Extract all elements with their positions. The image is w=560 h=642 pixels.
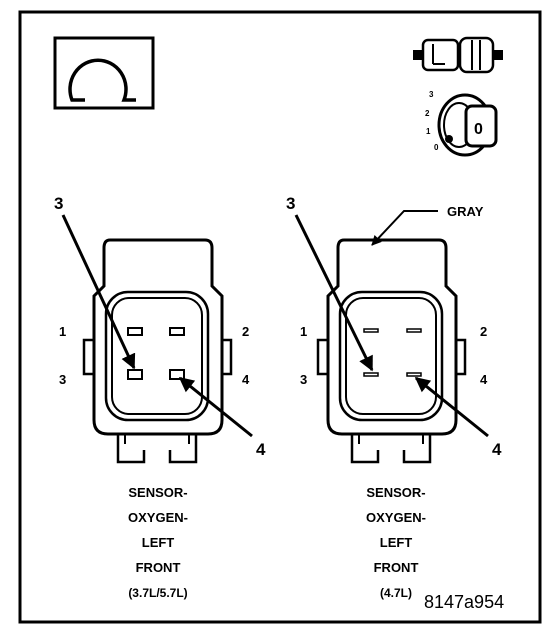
right-arrow-4 xyxy=(414,376,489,438)
svg-text:LEFT: LEFT xyxy=(380,535,413,550)
right-arrow-3 xyxy=(294,214,374,372)
left-pin-label-1: 1 xyxy=(59,324,66,339)
right-pin-label-2: 2 xyxy=(480,324,487,339)
right-connector: 1 2 3 4 GRAY 3 4 SENSOR- OXYGEN- LEFT FR… xyxy=(286,194,502,600)
left-caption: SENSOR- OXYGEN- LEFT FRONT (3.7L/5.7L) xyxy=(128,485,188,600)
right-pin-label-4: 4 xyxy=(480,372,488,387)
svg-text:(3.7L/5.7L): (3.7L/5.7L) xyxy=(128,586,187,600)
figure-id: 8147a954 xyxy=(424,592,504,612)
right-pin-1 xyxy=(363,328,379,333)
right-caption: SENSOR- OXYGEN- LEFT FRONT (4.7L) xyxy=(366,485,426,600)
ignition-position-2: 2 xyxy=(425,109,430,118)
right-callout-3: 3 xyxy=(286,194,295,213)
svg-text:OXYGEN-: OXYGEN- xyxy=(128,510,188,525)
left-pin-1 xyxy=(127,327,143,336)
ignition-key-icon: 3 2 1 0 0 xyxy=(425,90,498,157)
svg-text:(4.7L): (4.7L) xyxy=(380,586,412,600)
svg-text:FRONT: FRONT xyxy=(374,560,419,575)
right-pin-3 xyxy=(363,372,379,377)
ohm-icon xyxy=(53,36,155,110)
svg-text:FRONT: FRONT xyxy=(136,560,181,575)
right-pin-label-1: 1 xyxy=(300,324,307,339)
wire-color-label: GRAY xyxy=(447,204,484,219)
left-arrow-4 xyxy=(178,376,253,438)
left-callout-4: 4 xyxy=(256,440,266,459)
svg-text:OXYGEN-: OXYGEN- xyxy=(366,510,426,525)
ignition-position-1: 1 xyxy=(426,127,431,136)
diagram-frame xyxy=(18,10,542,624)
left-pin-label-4: 4 xyxy=(242,372,250,387)
right-callout-4: 4 xyxy=(492,440,502,459)
left-connector: 1 2 3 4 3 4 SENSOR- OXYGEN- LEFT FRONT (… xyxy=(54,194,266,600)
right-pin-label-3: 3 xyxy=(300,372,307,387)
left-pin-label-2: 2 xyxy=(242,324,249,339)
left-pin-2 xyxy=(169,327,185,336)
ignition-position-0: 0 xyxy=(434,143,439,152)
right-pin-4 xyxy=(406,372,422,377)
left-pin-label-3: 3 xyxy=(59,372,66,387)
ignition-key-label: 0 xyxy=(474,121,483,138)
svg-text:LEFT: LEFT xyxy=(142,535,175,550)
left-callout-3: 3 xyxy=(54,194,63,213)
ignition-position-3: 3 xyxy=(429,90,434,99)
right-pin-2 xyxy=(406,328,422,333)
svg-text:SENSOR-: SENSOR- xyxy=(366,485,425,500)
left-arrow-3 xyxy=(61,214,136,370)
svg-text:SENSOR-: SENSOR- xyxy=(128,485,187,500)
connector-icon xyxy=(413,36,503,74)
left-pin-3 xyxy=(127,369,143,380)
wire-color-leader xyxy=(371,210,438,246)
left-pin-4 xyxy=(169,369,185,380)
